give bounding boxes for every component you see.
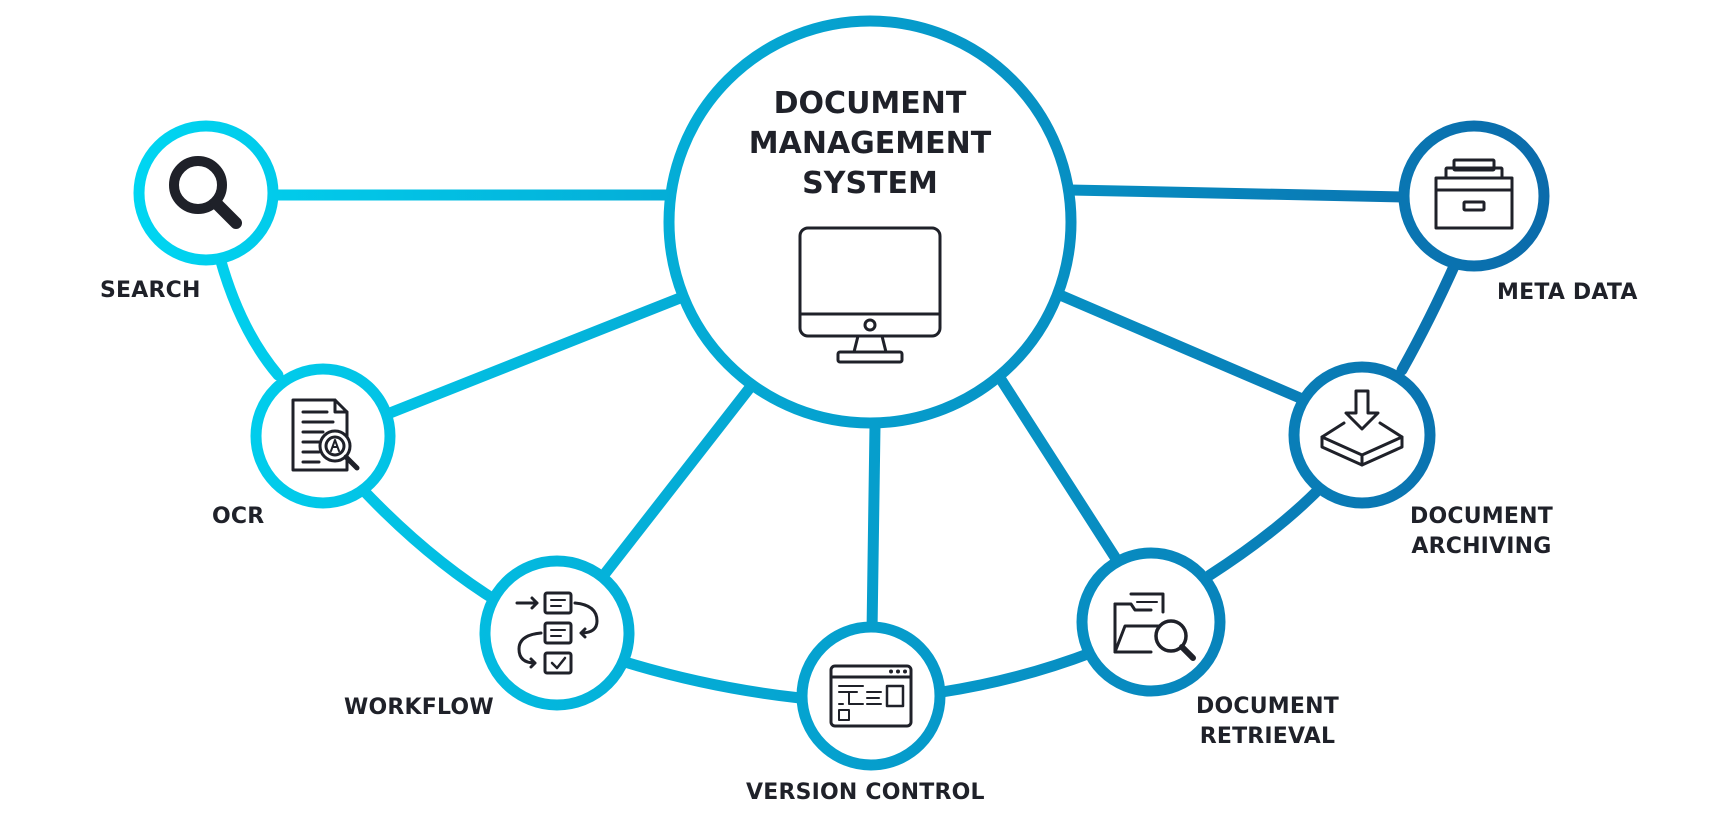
arc-connectors	[214, 252, 1462, 704]
hub-circle	[663, 15, 1077, 429]
node-circle-archiving	[1288, 361, 1436, 509]
hub-connectors	[266, 184, 1411, 638]
arc-ocr-workflow	[359, 486, 506, 609]
node-circle-workflow	[479, 555, 635, 711]
connector-hub-version-control	[866, 420, 881, 638]
ocr-document-icon	[291, 398, 360, 472]
file-drawer-icon	[1434, 158, 1514, 230]
label-document-archiving: DOCUMENT ARCHIVING	[1410, 504, 1553, 559]
version-control-icon	[829, 664, 913, 728]
node-circle-metadata	[1398, 120, 1550, 272]
label-version-control: VERSION CONTROL	[746, 780, 985, 805]
node-circle-search	[133, 120, 279, 266]
arc-workflow-version	[619, 656, 806, 704]
hub-title: DOCUMENT MANAGEMENT SYSTEM	[748, 86, 992, 201]
monitor-icon	[798, 226, 942, 364]
connector-hub-workflow	[594, 379, 758, 586]
arc-retrieval-archiving	[1204, 477, 1331, 581]
label-document-retrieval: DOCUMENT RETRIEVAL	[1196, 694, 1339, 749]
label-search: SEARCH	[100, 278, 201, 303]
arc-search-ocr	[214, 252, 284, 381]
connector-hub-archiving	[1054, 289, 1306, 404]
node-circle-retrieval	[1076, 547, 1226, 697]
label-workflow: WORKFLOW	[344, 695, 494, 720]
label-meta-data: META DATA	[1497, 280, 1638, 305]
folder-search-icon	[1113, 592, 1196, 661]
connector-hub-metadata	[1064, 184, 1411, 203]
arc-archiving-metadata	[1396, 256, 1462, 376]
label-ocr: OCR	[212, 504, 265, 529]
connector-hub-retrieval	[994, 372, 1126, 571]
node-circle-version-control	[796, 621, 946, 771]
search-icon	[169, 156, 242, 229]
connector-hub-ocr	[384, 292, 686, 419]
workflow-icon	[515, 591, 599, 675]
archive-download-icon	[1320, 389, 1404, 467]
arc-version-retrieval	[936, 646, 1099, 698]
